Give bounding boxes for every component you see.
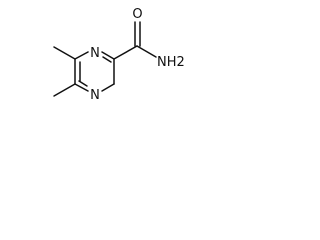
bond-n1-c2 [101,51,115,60]
bond-n4-c5-inner [78,80,88,87]
methyl-bond-top [53,46,76,60]
molecule-structure-diagram: N N O NH2 [53,7,185,103]
bond-carbonyl-to-n [136,45,157,58]
bond-ring-to-carbonyl [113,45,138,60]
atom-label-ring-n-bottom: N [90,88,100,103]
pyrazine-ring [74,51,115,92]
bond-n1-c2-inner [102,56,112,63]
methyl-bond-bottom [53,83,76,97]
bond-c3-n4 [101,83,115,92]
atom-label-carbonyl-o: O [132,7,142,22]
atom-label-ring-n-top: N [90,46,100,61]
atom-label-amide-n: NH2 [157,55,185,70]
bond-c6-n1 [74,51,89,60]
carboxamide-group [113,21,157,60]
bond-n4-c5 [74,83,89,92]
